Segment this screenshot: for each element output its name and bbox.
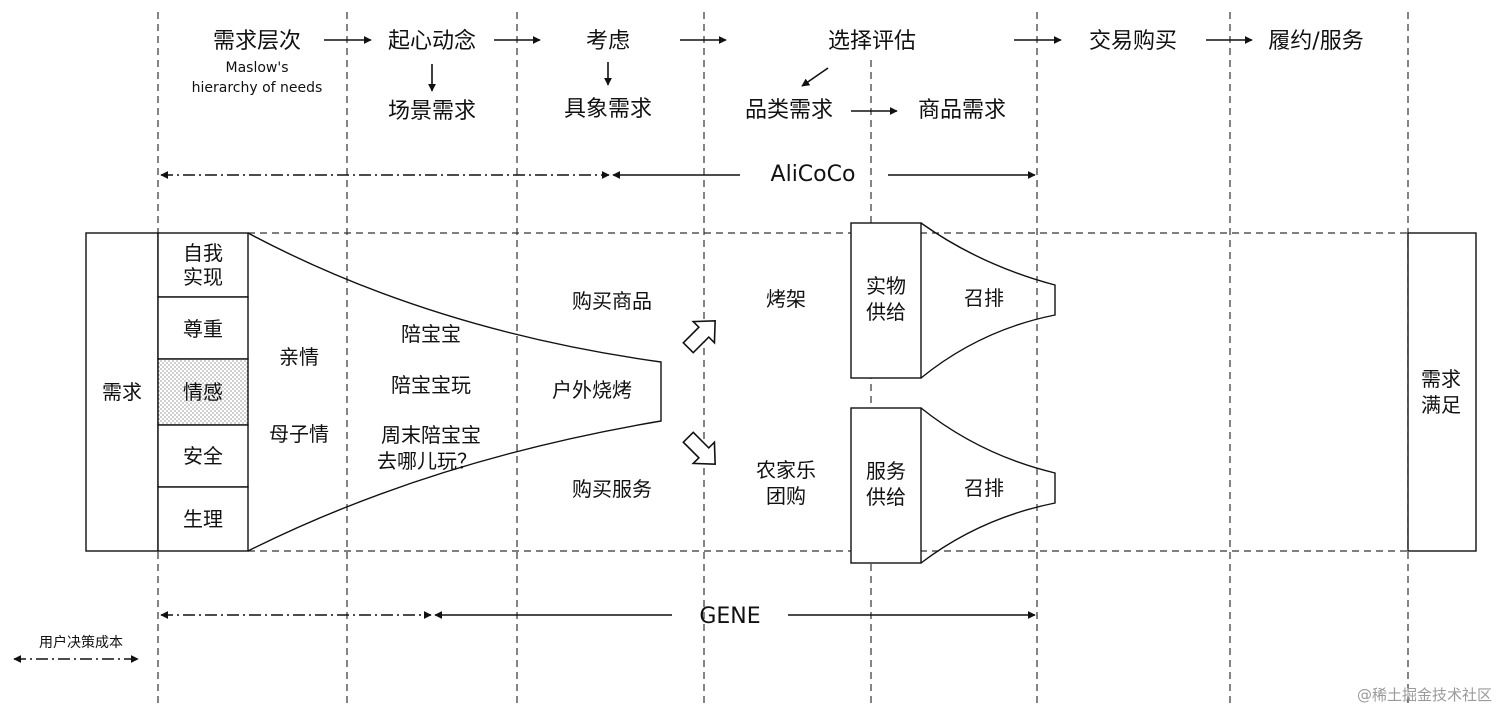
maslow-level-esteem	[157, 296, 249, 360]
alicoco-label: AliCoCo	[771, 162, 856, 187]
funnel-scene-2: 陪宝宝玩	[391, 373, 471, 397]
stage-consider: 考虑	[586, 29, 630, 54]
funnel-emotion-family: 亲情	[279, 345, 319, 369]
demand-box	[85, 232, 159, 552]
maslow-level-label: 情感	[183, 380, 223, 404]
maslow-level-physiological	[157, 486, 249, 552]
top-flow: 需求层次 Maslow's hierarchy of needs 起心动念 场景…	[192, 29, 1364, 124]
funnel-scene-1: 陪宝宝	[401, 322, 461, 346]
service-supply-box	[850, 407, 922, 564]
decision-cost-legend-label: 用户决策成本	[39, 634, 123, 651]
block-arrow-up-right-icon	[682, 320, 716, 354]
service-supply-line2: 供给	[866, 485, 906, 509]
demand-satisfied-box	[1407, 232, 1477, 552]
service-supply-line1: 服务	[866, 459, 906, 483]
buy-service-label: 购买服务	[572, 477, 652, 501]
recall-funnel-top	[920, 222, 1056, 379]
stage-fulfillment: 履约/服务	[1268, 29, 1363, 54]
maslow-caption-line2: hierarchy of needs	[192, 80, 323, 96]
gene-label: GENE	[699, 604, 760, 629]
recall-funnel-bottom	[920, 407, 1056, 564]
category-grill: 烤架	[766, 287, 806, 311]
stage-concrete-demand: 具象需求	[564, 97, 652, 122]
stage-item-demand: 商品需求	[918, 98, 1006, 123]
buy-goods-label: 购买商品	[572, 289, 652, 313]
demand-satisfied-line1: 需求	[1421, 367, 1461, 391]
funnel-concrete-demand: 户外烧烤	[552, 378, 632, 402]
recall-label-bottom: 召排	[964, 476, 1004, 500]
watermark: @稀土掘金技术社区	[1357, 686, 1492, 704]
block-arrow-down-right-icon	[682, 431, 716, 465]
stage-demand-level: 需求层次	[213, 29, 301, 54]
maslow-level-label: 生理	[183, 507, 223, 531]
physical-supply-line1: 实物	[866, 274, 906, 298]
category-farmstay-line2: 团购	[766, 484, 806, 508]
demand-funnel	[247, 232, 662, 552]
stage-scene-demand: 场景需求	[388, 99, 476, 124]
maslow-caption-line1: Maslow's	[226, 60, 289, 76]
stage-evaluate: 选择评估	[828, 29, 916, 54]
funnel-scene-3-line1: 周末陪宝宝	[381, 423, 481, 447]
physical-supply-box	[850, 222, 922, 379]
funnel-scene-3-line2: 去哪儿玩？	[377, 449, 477, 473]
maslow-level-label: 自我	[183, 241, 223, 265]
stage-dividers	[157, 12, 1409, 706]
demand-satisfied-line2: 满足	[1421, 393, 1461, 417]
maslow-level-label: 实现	[183, 265, 223, 289]
stage-category-demand: 品类需求	[745, 98, 833, 123]
funnel-emotion-mother-child: 母子情	[269, 422, 329, 446]
maslow-stack	[157, 232, 249, 552]
maslow-level-self-actualization	[157, 232, 249, 298]
stage-intent: 起心动念	[388, 29, 476, 54]
recall-label-top: 召排	[964, 286, 1004, 310]
category-farmstay-line1: 农家乐	[756, 458, 816, 482]
maslow-level-label: 安全	[183, 444, 223, 468]
maslow-level-label: 尊重	[183, 317, 223, 341]
maslow-level-love	[157, 358, 249, 426]
stage-purchase: 交易购买	[1089, 29, 1177, 54]
flow-arrow-diagonal	[801, 67, 829, 87]
physical-supply-line2: 供给	[866, 300, 906, 324]
demand-label: 需求	[102, 380, 142, 404]
